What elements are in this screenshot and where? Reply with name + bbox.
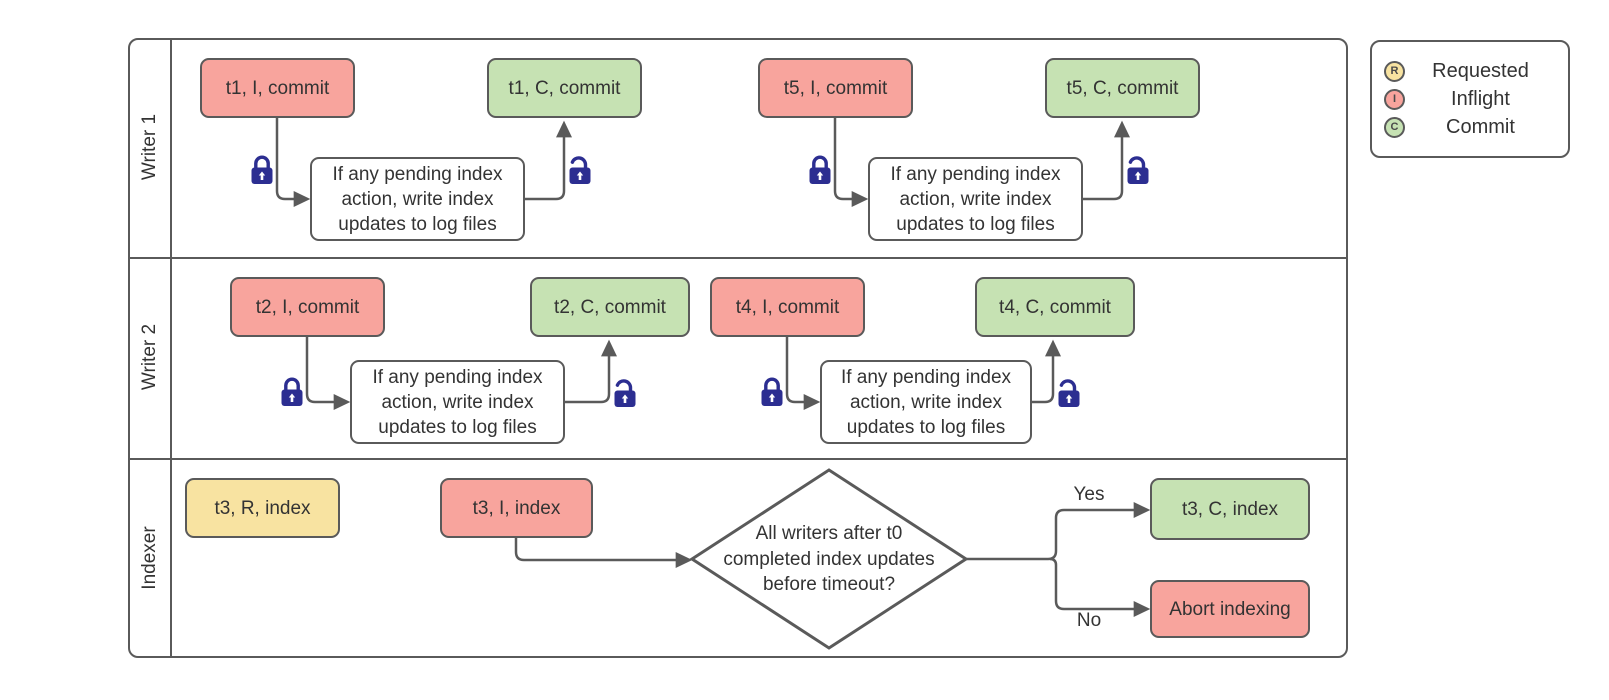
node-t3-commit: t3, C, index — [1150, 478, 1310, 540]
lane-label-indexer: Indexer — [139, 526, 160, 590]
swimlane-frame — [128, 38, 1348, 658]
legend-label-commit: Commit — [1446, 115, 1515, 138]
node-t2-process: If any pending index action, write index… — [350, 360, 565, 444]
node-t3-requested: t3, R, index — [185, 478, 340, 538]
legend-row-commit: C Commit — [1384, 116, 1556, 139]
connector-t4-to-process — [785, 337, 821, 410]
decision-label: All writers after t0 completed index upd… — [723, 523, 935, 595]
connector-t1-to-process — [275, 118, 311, 207]
node-t1-commit: t1, C, commit — [487, 58, 642, 118]
node-abort-indexing: Abort indexing — [1150, 580, 1310, 638]
commit-state-icon: C — [1384, 116, 1405, 138]
lock-icons — [251, 155, 1149, 407]
lock-open-icon — [1058, 379, 1080, 407]
legend: R Requested I Inflight C Commit — [1370, 40, 1570, 158]
lock-open-icon — [569, 156, 591, 184]
node-t5-process: If any pending index action, write index… — [868, 157, 1083, 241]
connector-t5-to-process — [833, 118, 869, 207]
lane-divider-1 — [128, 257, 1348, 259]
connector-t2-to-process — [305, 337, 351, 410]
legend-label-inflight: Inflight — [1451, 87, 1510, 110]
inflight-state-icon: I — [1384, 88, 1405, 110]
lock-closed-icon — [761, 377, 783, 406]
lane-label-divider — [170, 38, 172, 658]
node-t5-inflight: t5, I, commit — [758, 58, 913, 118]
node-t2-commit: t2, C, commit — [530, 277, 690, 337]
node-t5-commit: t5, C, commit — [1045, 58, 1200, 118]
branch-label-yes: Yes — [1073, 484, 1105, 505]
connectors — [275, 118, 1151, 617]
node-t4-inflight: t4, I, commit — [710, 277, 865, 337]
lock-closed-icon — [251, 155, 273, 184]
connector-decision-no — [1049, 557, 1151, 617]
lane-label-writer-1: Writer 1 — [139, 113, 160, 181]
node-t3-inflight: t3, I, index — [440, 478, 593, 538]
connector-t3-to-decision — [514, 538, 693, 568]
connector-process-to-t1-commit — [525, 120, 572, 201]
branch-label-no: No — [1076, 610, 1102, 631]
connector-process-to-t5-commit — [1083, 120, 1130, 201]
connector-process-to-t2-commit — [565, 339, 617, 404]
node-t4-process: If any pending index action, write index… — [820, 360, 1032, 444]
legend-row-requested: R Requested — [1384, 60, 1556, 83]
legend-label-requested: Requested — [1432, 59, 1529, 82]
node-t2-inflight: t2, I, commit — [230, 277, 385, 337]
decision-diamond — [689, 468, 969, 650]
legend-row-inflight: I Inflight — [1384, 88, 1556, 111]
lock-closed-icon — [809, 155, 831, 184]
node-t1-inflight: t1, I, commit — [200, 58, 355, 118]
requested-state-icon: R — [1384, 60, 1405, 82]
lock-closed-icon — [281, 377, 303, 406]
lane-divider-2 — [128, 458, 1348, 460]
lock-open-icon — [1127, 156, 1149, 184]
node-t1-process: If any pending index action, write index… — [310, 157, 525, 241]
lane-label-writer-2: Writer 2 — [139, 323, 160, 391]
lock-open-icon — [614, 379, 636, 407]
node-t4-commit: t4, C, commit — [975, 277, 1135, 337]
connector-process-to-t4-commit — [1032, 339, 1061, 404]
